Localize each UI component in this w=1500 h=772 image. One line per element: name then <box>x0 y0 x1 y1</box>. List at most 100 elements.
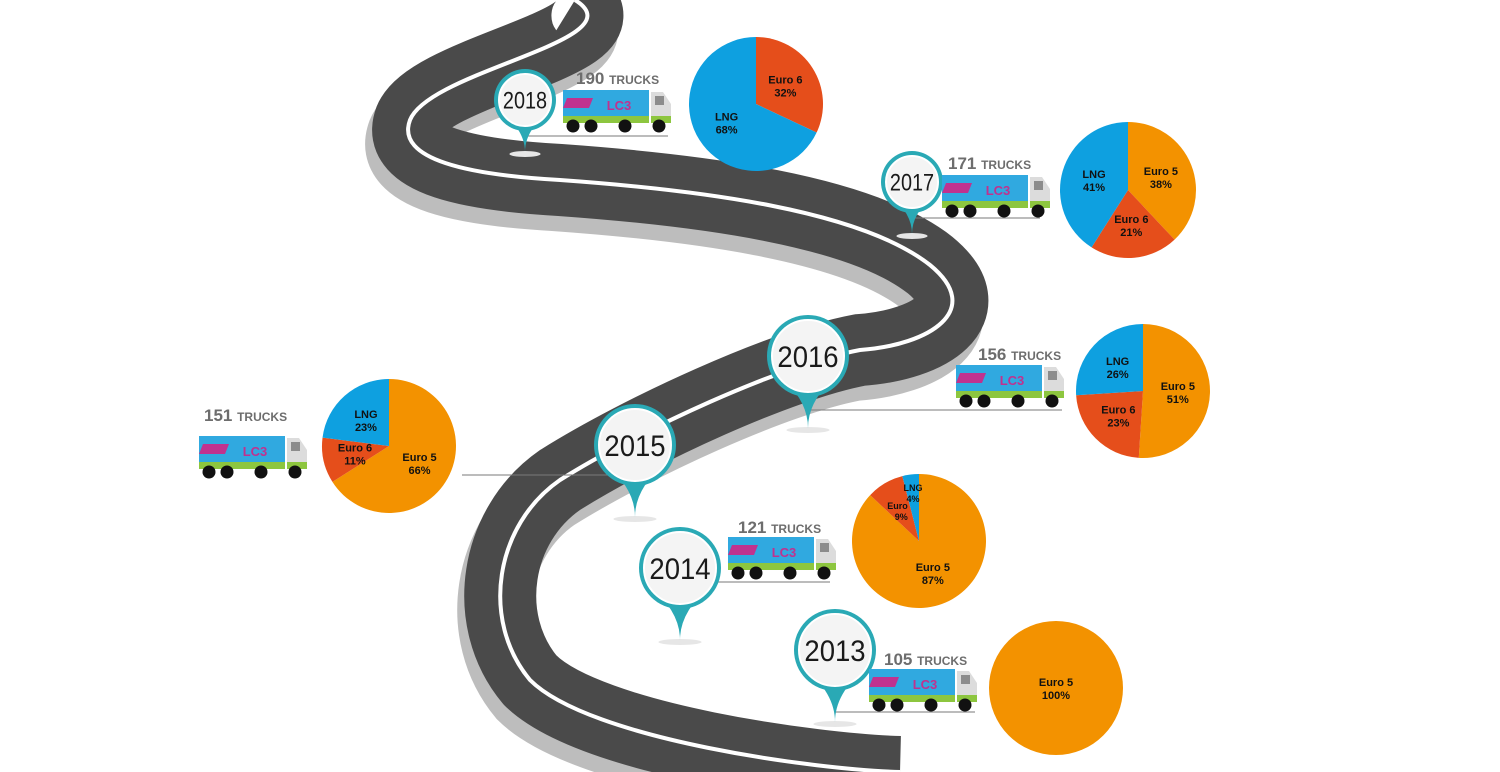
truck-wheel <box>1011 394 1025 408</box>
truck-count: 151 TRUCKS <box>204 406 287 425</box>
truck-count-number: 171 <box>948 154 981 173</box>
truck-wheel <box>872 698 886 712</box>
truck-wheel <box>997 204 1011 218</box>
truck-wheel <box>1045 394 1059 408</box>
year-label: 2017 <box>890 170 934 197</box>
truck-wheel <box>817 566 831 580</box>
pie-slice <box>1076 391 1143 458</box>
truck-icon: LC3 <box>956 365 1064 408</box>
truck-logo-band <box>942 183 972 193</box>
year-label: 2016 <box>777 341 838 374</box>
truck-window <box>1048 371 1057 380</box>
year-label: 2018 <box>503 88 547 115</box>
truck-wheel <box>963 204 977 218</box>
road-centre-line <box>406 0 955 772</box>
pie-slice-value: 32% <box>774 87 796 99</box>
pin-shadow <box>613 516 657 522</box>
pie-slice-value: 51% <box>1167 394 1189 406</box>
year-pin-2013: 2013 <box>794 609 876 727</box>
year-pin-2018: 2018 <box>494 69 556 157</box>
pie-slice-label: Euro 6 <box>1101 405 1135 417</box>
pin-face <box>885 155 939 209</box>
year-pin-2017: 2017 <box>881 151 943 239</box>
year-pin-2014: 2014 <box>639 527 721 645</box>
pie-slice-label: Euro 6 <box>887 501 915 511</box>
pie-slice <box>322 379 389 446</box>
truck-wheel <box>749 566 763 580</box>
pie-slice <box>756 37 823 133</box>
truck-icon: LC3 <box>563 90 671 133</box>
pie-slice-value: 26% <box>1107 369 1129 381</box>
truck-wheel <box>584 119 598 133</box>
pie-slice <box>332 379 456 513</box>
pin-shadow <box>658 639 702 645</box>
pie-slice-label: LNG <box>1082 169 1105 181</box>
truck-cab-stripe <box>651 116 671 123</box>
truck-logo-band <box>728 545 758 555</box>
pie-slice-value: 66% <box>409 465 431 477</box>
pie-slice-value: 21% <box>1120 227 1142 239</box>
pie-slice-value: 23% <box>1107 418 1129 430</box>
truck-wheel <box>959 394 973 408</box>
truck-wheel <box>254 465 268 479</box>
pie-slice-value: 38% <box>1150 179 1172 191</box>
truck-wheel <box>1031 204 1045 218</box>
truck-stripe <box>956 391 1042 398</box>
truck-window <box>291 442 300 451</box>
pie-slice-value: 68% <box>716 125 738 137</box>
pie-slice-value: 87% <box>922 575 944 587</box>
truck-wheel <box>652 119 666 133</box>
truck-cab-stripe <box>1044 391 1064 398</box>
truck-count-suffix: TRUCKS <box>771 522 821 536</box>
truck-stripe <box>728 563 814 570</box>
truck-logo-band <box>956 373 986 383</box>
truck-logo-text: LC3 <box>772 545 797 560</box>
pie-slice-label: Euro 5 <box>402 452 436 464</box>
leader-lines <box>462 135 1062 713</box>
truck-icon: LC3 <box>199 436 307 479</box>
pie-slice-label: Euro 5 <box>1039 677 1073 689</box>
pie-slice-value: 9% <box>895 512 908 522</box>
truck-cab-stripe <box>957 695 977 702</box>
pie-slice-label: LNG <box>715 112 738 124</box>
truck-logo-band <box>199 444 229 454</box>
pie-slice <box>1138 324 1210 458</box>
pie-slice-label: Euro 6 <box>768 74 802 86</box>
pie-slice-label: LNG <box>1106 356 1129 368</box>
pie-slice-value: 23% <box>355 422 377 434</box>
truck-window <box>1034 181 1043 190</box>
truck-logo-text: LC3 <box>243 444 268 459</box>
pie-slice-label: Euro 5 <box>1144 166 1178 178</box>
pie-slice-value: 11% <box>344 456 366 468</box>
pie-slice-value: 4% <box>906 494 919 504</box>
truck-count: 171 TRUCKS <box>948 154 1031 173</box>
pie-slice-label: Euro 5 <box>1161 381 1195 393</box>
year-label: 2013 <box>804 635 865 668</box>
truck-logo-text: LC3 <box>607 98 632 113</box>
truck-window <box>820 543 829 552</box>
pin-face <box>498 73 552 127</box>
truck-wheel <box>731 566 745 580</box>
truck-count-suffix: TRUCKS <box>609 73 659 87</box>
truck-wheel <box>288 465 302 479</box>
truck-count-number: 190 <box>576 69 609 88</box>
pie-slice-label: LNG <box>903 483 922 493</box>
year-pin-2015: 2015 <box>594 404 676 522</box>
truck-wheel <box>783 566 797 580</box>
truck-wheel <box>924 698 938 712</box>
truck-icon: LC3 <box>869 669 977 712</box>
truck-count-number: 156 <box>978 345 1011 364</box>
truck-wheel <box>618 119 632 133</box>
pin-face <box>643 531 717 605</box>
truck-icon: LC3 <box>728 537 836 580</box>
truck-count-number: 105 <box>884 650 917 669</box>
pin-shadow <box>509 151 541 157</box>
truck-count-suffix: TRUCKS <box>981 158 1031 172</box>
truck-cab-stripe <box>816 563 836 570</box>
pie-slice <box>1128 122 1196 240</box>
truck-stripe <box>942 201 1028 208</box>
